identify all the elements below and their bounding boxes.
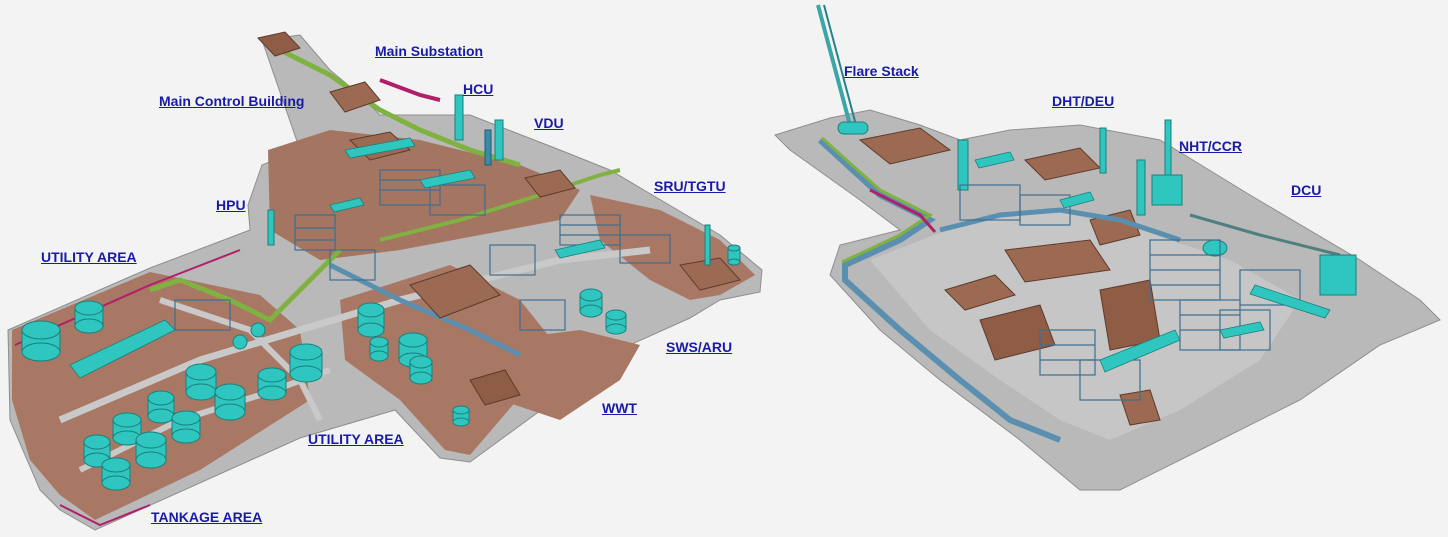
storage-tank — [185, 363, 217, 401]
label-nht-ccr[interactable]: NHT/CCR — [1179, 138, 1242, 154]
storage-tank — [257, 367, 287, 401]
right-air-coolers — [974, 151, 1331, 373]
storage-tank — [727, 244, 741, 266]
left-vdu-building — [524, 169, 576, 198]
left-process-ground — [268, 130, 580, 260]
right-building-3 — [944, 274, 1016, 311]
storage-tank — [409, 355, 433, 385]
label-dcu[interactable]: DCU — [1291, 182, 1322, 198]
storage-tank — [289, 343, 323, 383]
right-building-5 — [1004, 239, 1111, 283]
left-main-piperack — [268, 42, 521, 168]
left-plant-model — [7, 31, 763, 531]
left-road-network-3 — [159, 297, 323, 422]
left-hpu-column — [267, 209, 275, 246]
left-magenta-pipes — [14, 249, 241, 346]
storage-tank — [357, 302, 385, 338]
left-column-1 — [454, 94, 464, 141]
right-plant-model — [774, 4, 1441, 491]
storage-tank — [452, 405, 470, 427]
storage-tank — [369, 336, 389, 362]
label-hpu[interactable]: HPU — [216, 197, 246, 213]
label-vdu[interactable]: VDU — [534, 115, 564, 131]
label-sru-tgtu[interactable]: SRU/TGTU — [654, 178, 726, 194]
left-column-2 — [494, 119, 504, 161]
right-inner-pavement — [870, 210, 1300, 440]
right-building-1 — [858, 127, 952, 165]
right-dcu-drums — [1319, 254, 1357, 296]
right-green-pipes — [820, 136, 934, 264]
right-column-3 — [1136, 159, 1146, 216]
storage-tank — [605, 309, 627, 335]
left-sphere-tank — [232, 334, 248, 350]
storage-tank — [171, 410, 201, 444]
left-steel-structures — [174, 169, 671, 331]
right-column-1 — [957, 139, 969, 191]
left-sru-stack — [704, 224, 711, 266]
label-sws-aru[interactable]: SWS/ARU — [666, 339, 733, 355]
left-control-building — [329, 81, 381, 113]
left-air-coolers — [69, 137, 606, 379]
left-piperack-south — [149, 248, 342, 324]
left-large-warehouse — [409, 264, 501, 319]
left-piperack-mid — [328, 262, 522, 358]
label-main-substation[interactable]: Main Substation — [375, 43, 484, 59]
storage-tank — [74, 300, 104, 334]
left-magenta-pipes-2 — [379, 78, 441, 102]
right-conveyor — [1189, 213, 1341, 257]
right-steel-structures — [959, 184, 1301, 401]
label-hcu[interactable]: HCU — [463, 81, 494, 97]
storage-tank — [147, 390, 175, 424]
storage-tank — [579, 288, 603, 318]
left-substation-building — [257, 31, 301, 57]
left-utility-ground — [340, 265, 560, 455]
right-sphere-vessel — [1202, 239, 1228, 257]
storage-tank — [21, 320, 61, 362]
label-main-control-building[interactable]: Main Control Building — [159, 93, 305, 109]
flare-stack-tower — [816, 4, 852, 126]
label-tankage-area[interactable]: TANKAGE AREA — [151, 509, 263, 525]
label-utility-area-west[interactable]: UTILITY AREA — [41, 249, 137, 265]
left-storage-tanks — [21, 244, 741, 491]
storage-tank — [101, 457, 131, 491]
left-wwt-ground — [500, 330, 640, 420]
label-dht-deu[interactable]: DHT/DEU — [1052, 93, 1115, 109]
storage-tank — [214, 383, 246, 421]
left-magenta-pipes-3 — [59, 504, 151, 527]
label-utility-area-south[interactable]: UTILITY AREA — [308, 431, 404, 447]
flare-stack-tower-2 — [823, 4, 857, 126]
label-flare-stack[interactable]: Flare Stack — [844, 63, 919, 79]
flare-knockout-drum — [837, 121, 869, 135]
right-magenta-pipes — [869, 188, 937, 233]
right-column-2 — [1099, 127, 1107, 174]
storage-tank — [135, 431, 167, 469]
label-wwt[interactable]: WWT — [602, 400, 637, 416]
left-column-3 — [484, 129, 492, 166]
right-ccr-reactor — [1151, 174, 1183, 206]
left-sphere-tank — [250, 322, 266, 338]
left-wwt-building — [469, 369, 521, 406]
